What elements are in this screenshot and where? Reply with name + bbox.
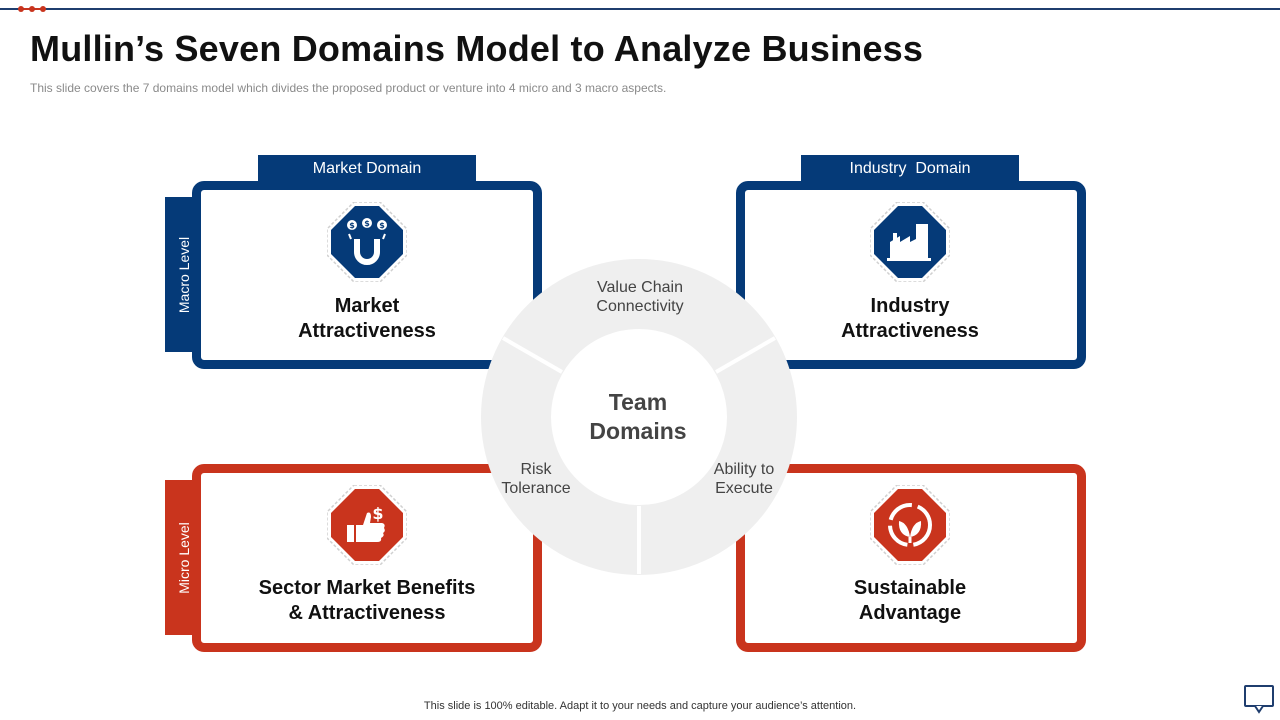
value-chain-connectivity-label: Value Chain Connectivity xyxy=(596,279,684,315)
ability-to-execute-label: Ability to Execute xyxy=(713,461,775,497)
slide-footer: This slide is 100% editable. Adapt it to… xyxy=(423,700,857,712)
svg-text:$: $ xyxy=(364,219,370,228)
sector-market-benefits-label: Sector Market Benefits & Attractiveness xyxy=(258,577,476,624)
macro-level-label: Macro Level xyxy=(176,236,192,313)
top-rule xyxy=(0,8,1280,10)
risk-tolerance-label: Risk Tolerance xyxy=(501,461,571,497)
svg-text:$: $ xyxy=(379,221,385,230)
market-attractiveness-label: Market Attractiveness xyxy=(298,295,436,342)
thumbs-up-dollar-icon: $ xyxy=(327,485,407,565)
decorative-dots xyxy=(18,5,46,13)
magnet-money-icon: $ $ $ xyxy=(327,202,407,282)
slide-subtitle: This slide covers the 7 domains model wh… xyxy=(30,81,667,95)
svg-text:$: $ xyxy=(349,221,355,230)
svg-text:$: $ xyxy=(372,504,383,523)
sustainable-advantage-label: Sustainable Advantage xyxy=(853,577,967,624)
industry-domain-tab: Industry Domain xyxy=(801,155,1019,183)
ring-divider xyxy=(715,336,776,374)
market-attractiveness-card xyxy=(192,181,542,369)
comment-icon[interactable] xyxy=(1243,684,1275,714)
market-domain-tab: Market Domain xyxy=(258,155,476,183)
ring-divider xyxy=(502,336,563,374)
slide-title: Mullin’s Seven Domains Model to Analyze … xyxy=(30,28,924,69)
factory-icon xyxy=(870,202,950,282)
industry-attractiveness-label: Industry Attractiveness xyxy=(841,295,979,342)
team-domains-ring xyxy=(480,258,798,576)
leaf-cycle-icon xyxy=(870,485,950,565)
team-domains-label: Team Domains xyxy=(589,389,687,444)
micro-level-label: Micro Level xyxy=(176,521,192,594)
